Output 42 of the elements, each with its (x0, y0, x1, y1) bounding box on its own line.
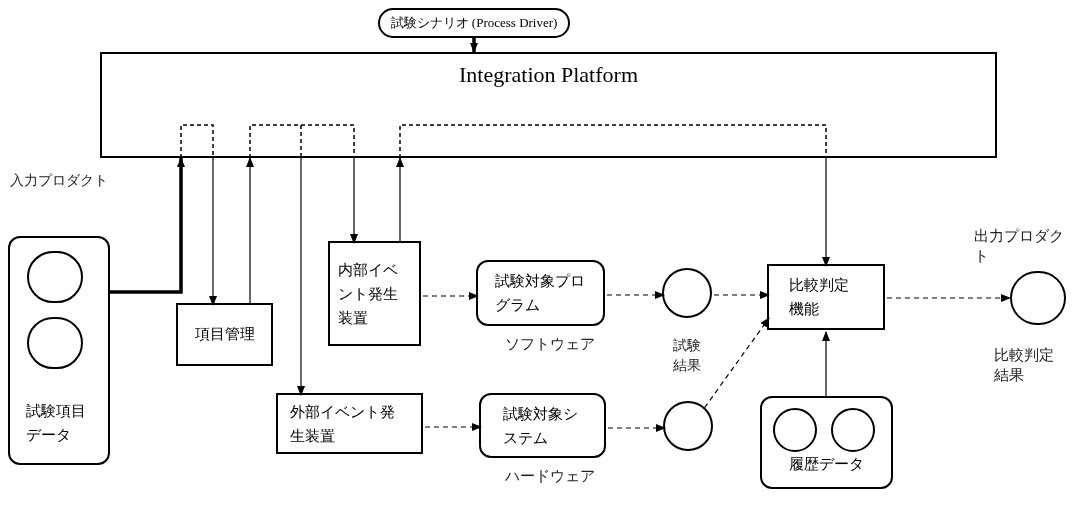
arrow (422, 292, 479, 300)
arrow (822, 331, 830, 399)
node-caption: 比較判定結果 (994, 345, 1055, 385)
node-caption: ソフトウェア (505, 334, 596, 354)
arrow (607, 424, 666, 432)
arrow (350, 157, 358, 244)
platform-box (100, 52, 997, 158)
rounded-box (476, 260, 605, 326)
arrow (886, 294, 1011, 302)
text-label: 入力プロダクト (10, 171, 109, 190)
arrow (704, 317, 770, 409)
data-container (8, 236, 110, 465)
arrow (606, 291, 665, 299)
node-label: 試験対象システム (502, 403, 579, 449)
data-container (760, 396, 893, 489)
arrow (424, 423, 482, 431)
node-label: 試験シナリオ (Process Driver) (390, 14, 558, 33)
text-label: 試験結果 (673, 336, 702, 375)
node-label: 項目管理 (194, 324, 255, 346)
arrow (396, 157, 404, 244)
process-box (767, 264, 885, 330)
scenario-pill (378, 8, 570, 38)
node-label: 外部イベント発生装置 (290, 401, 396, 447)
arrow (470, 38, 478, 53)
node-caption: 出力プロダクト (974, 226, 1065, 266)
arrow (822, 157, 830, 267)
arrow (713, 291, 770, 299)
node-label: 試験対象プログラム (494, 271, 586, 316)
process-box (176, 303, 273, 366)
arrow (209, 157, 217, 306)
node-label: 履歴データ (789, 453, 864, 475)
arrow (297, 157, 305, 396)
arrow (246, 157, 254, 306)
rounded-box (479, 393, 606, 458)
node-caption: ハードウェア (505, 466, 596, 486)
node-label: Integration Platform (459, 61, 638, 89)
node-label: 内部イベント発生装置 (338, 259, 399, 329)
node-label: 試験項目データ (26, 401, 87, 446)
process-box (328, 241, 421, 346)
process-box (276, 393, 423, 454)
arrow (110, 157, 185, 294)
node-label: 比較判定機能 (789, 275, 850, 320)
